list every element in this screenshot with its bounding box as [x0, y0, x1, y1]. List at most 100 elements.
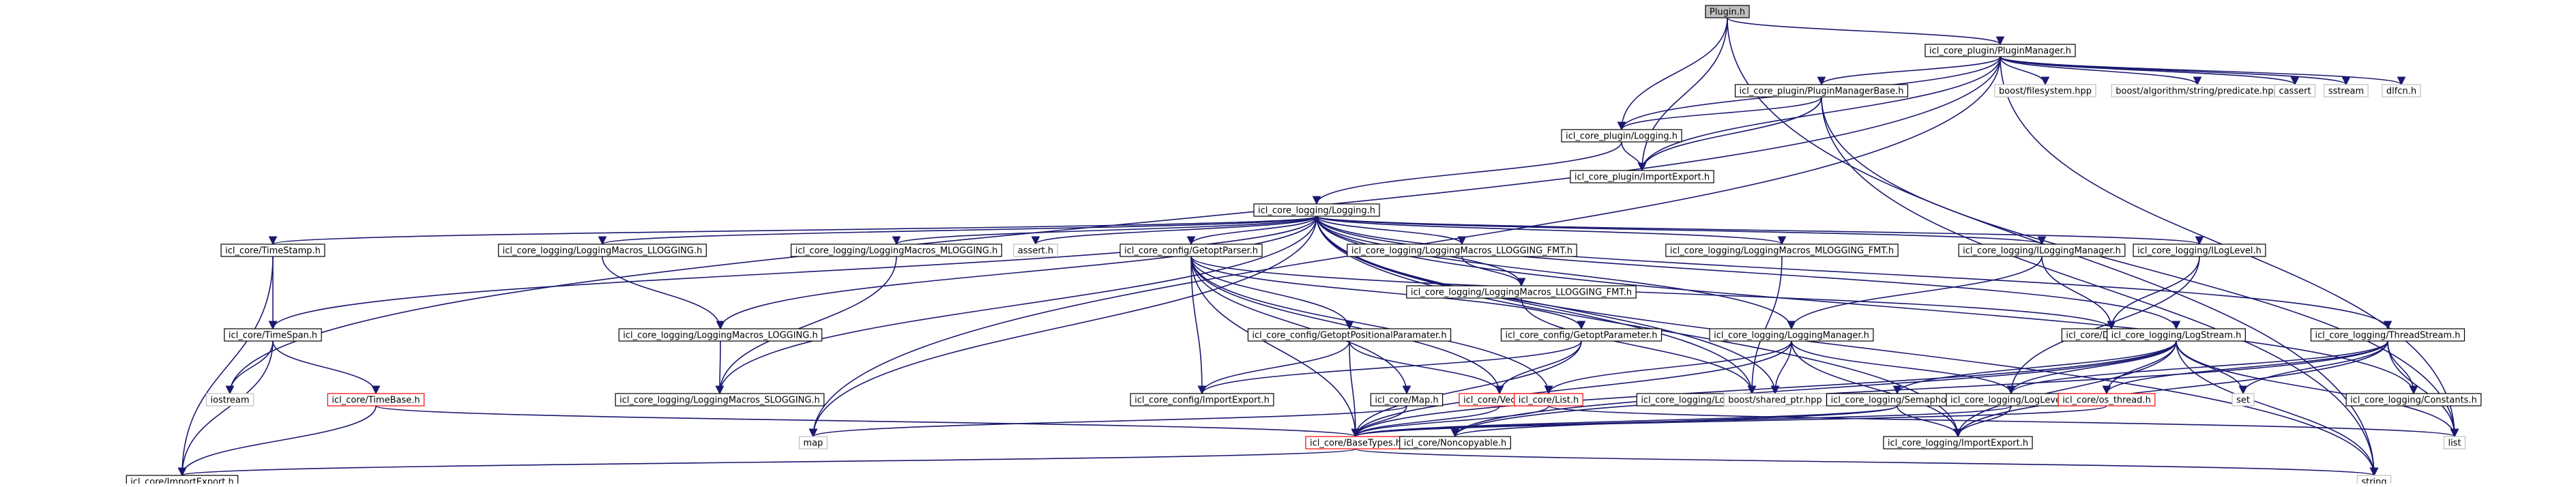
- graph-node[interactable]: icl_core_config/GetoptPositionalParamate…: [1247, 328, 1452, 342]
- graph-node[interactable]: icl_core_logging/ThreadStream.h: [2310, 328, 2465, 342]
- edge-n_tstream-to-n_noncp: [1450, 340, 2388, 438]
- node-box: [498, 244, 707, 257]
- node-label: icl_core/Map.h: [1375, 396, 1438, 406]
- edge-n_log-to-n_lmlog: [716, 216, 1317, 330]
- graph-node[interactable]: icl_core_logging/LoggingMacros_LLOGGING.…: [498, 244, 707, 257]
- edge-n_log-to-n_ill: [1316, 216, 2204, 246]
- graph-node[interactable]: icl_core_plugin/PluginManager.h: [1924, 44, 2076, 57]
- graph-node[interactable]: icl_core_logging/ILoggingManager.h: [1958, 244, 2126, 257]
- graph-node[interactable]: icl_core_logging/LogStream.h: [2107, 328, 2246, 342]
- graph-node[interactable]: boost/filesystem.hpp: [1994, 84, 2096, 98]
- node-label: icl_core_logging/ILoggingManager.h: [1963, 246, 2121, 256]
- graph-node[interactable]: icl_core_config/ImportExport.h: [1130, 393, 1274, 407]
- graph-node[interactable]: icl_core_config/GetoptParameter.h: [1500, 328, 1663, 342]
- edge-n_tspan-to-n_tbase: [272, 340, 381, 395]
- graph-node[interactable]: icl_core/os_thread.h: [2058, 393, 2156, 407]
- graph-node[interactable]: boost/shared_ptr.hpp: [1723, 393, 1827, 407]
- graph-node[interactable]: icl_core_logging/LoggingMacros_LLOGGING_…: [1406, 285, 1637, 299]
- graph-node[interactable]: icl_core_plugin/Logging.h: [1561, 129, 1682, 143]
- edge-n_lstream-to-n_ll: [2006, 340, 2177, 395]
- edge-n_log-to-n_lstream: [1316, 216, 2181, 330]
- edge-n_log-to-n_slogfmt: [1316, 216, 1757, 395]
- node-box: [1958, 244, 2126, 257]
- graph-node[interactable]: Plugin.h: [1705, 5, 1750, 18]
- edge-n_gpp-to-n_btypes: [1349, 340, 1360, 438]
- node-label: icl_core/TimeBase.h: [332, 396, 420, 406]
- graph-node[interactable]: map: [798, 436, 828, 449]
- graph-node[interactable]: icl_core/Map.h: [1370, 393, 1444, 407]
- graph-node[interactable]: icl_core_logging/LogLevel.h: [1946, 393, 2077, 407]
- graph-node[interactable]: cassert: [2274, 84, 2316, 98]
- edge-n_plugin-to-n_pm: [1727, 17, 2005, 46]
- graph-node[interactable]: icl_core/List.h: [1514, 393, 1583, 407]
- node-box: [1705, 5, 1750, 18]
- edge-n_tbase-to-n_btypes: [375, 405, 1360, 438]
- graph-node[interactable]: icl_core/Noncopyable.h: [1399, 436, 1511, 449]
- edge-n_lstream-to-n_noncp: [1450, 340, 2177, 438]
- graph-node[interactable]: list: [2443, 436, 2466, 449]
- edge-n_sem-to-n_btypes: [1351, 405, 1898, 438]
- graph-node[interactable]: icl_core_logging/LoggingMacros_LOGGING.h: [618, 328, 823, 342]
- node-box: [1253, 203, 1380, 217]
- graph-node[interactable]: icl_core_logging/LoggingManager.h: [1709, 328, 1874, 342]
- graph-node[interactable]: icl_core_logging/ILogLevel.h: [2133, 244, 2266, 257]
- graph-node[interactable]: icl_core_config/GetoptParser.h: [1119, 244, 1263, 257]
- graph-node[interactable]: icl_core_plugin/ImportExport.h: [1570, 170, 1714, 183]
- graph-node[interactable]: icl_core_logging/Constants.h: [2345, 393, 2482, 407]
- edge-n_tspan-to-n_iostream: [225, 340, 274, 395]
- graph-node[interactable]: icl_core/TimeSpan.h: [224, 328, 322, 342]
- graph-node[interactable]: dlfcn.h: [2382, 84, 2421, 98]
- graph-node[interactable]: set: [2231, 393, 2255, 407]
- node-box: [2443, 436, 2466, 449]
- graph-node[interactable]: string: [2356, 475, 2392, 487]
- graph-node[interactable]: sstream: [2324, 84, 2369, 98]
- edge-n_btypes-to-n_string: [1355, 448, 2378, 477]
- graph-node[interactable]: icl_core_logging/LoggingMacros_LLOGGING_…: [1347, 244, 1577, 257]
- edge-n_gp-to-n_gpp: [1190, 256, 1354, 330]
- node-label: icl_core/os_thread.h: [2062, 396, 2151, 406]
- graph-node[interactable]: icl_core_logging/ImportExport.h: [1883, 436, 2033, 449]
- graph-node[interactable]: icl_core/BaseTypes.h: [1305, 436, 1406, 449]
- edge-n_gp-to-n_btypes: [1190, 256, 1360, 438]
- node-label: icl_core_plugin/PluginManagerBase.h: [1740, 87, 1904, 97]
- graph-node[interactable]: icl_core_logging/LoggingMacros_MLOGGING_…: [1665, 244, 1899, 257]
- node-box: [2310, 328, 2465, 342]
- graph-node[interactable]: assert.h: [1013, 244, 1058, 257]
- graph-node[interactable]: icl_core_plugin/PluginManagerBase.h: [1734, 84, 1909, 98]
- node-box: [1514, 393, 1583, 407]
- node-label: icl_core_logging/LoggingMacros_LLOGGING_…: [1411, 288, 1632, 298]
- node-box: [1734, 84, 1909, 98]
- edge-n_ill-to-n_ll: [2006, 256, 2200, 395]
- edge-n_vec-to-n_btypes: [1351, 405, 1500, 438]
- edge-n_gp-to-n_map_h: [1190, 256, 1411, 395]
- node-label: icl_core_logging/LoggingMacros_LLOGGING_…: [1351, 246, 1572, 256]
- edge-n_pm-to-n_pie: [1637, 56, 2001, 172]
- node-label: icl_core/ImportExport.h: [130, 477, 233, 484]
- edge-n_gp-to-n_gpar: [1190, 256, 1586, 330]
- edge-n_log-to-n_lm: [1316, 216, 1796, 330]
- node-label: icl_core_logging/LoggingMacros_LOGGING.h: [623, 331, 817, 341]
- edge-n_gpar-to-n_cie: [1197, 340, 1582, 395]
- edge-n_plugin-to-n_plog: [1617, 17, 1728, 131]
- node-label: icl_core/Noncopyable.h: [1404, 439, 1507, 449]
- edge-n_gp-to-n_list_h: [1190, 256, 1553, 395]
- graph-node[interactable]: boost/algorithm/string/predicate.hpp: [2111, 84, 2284, 98]
- edge-n_log-to-n_string: [1316, 216, 2379, 477]
- graph-node[interactable]: icl_core_logging/LoggingMacros_MLOGGING.…: [791, 244, 1002, 257]
- graph-node[interactable]: icl_core/TimeStamp.h: [220, 244, 325, 257]
- node-box: [205, 393, 254, 407]
- node-box: [224, 328, 322, 342]
- graph-node[interactable]: iostream: [205, 393, 254, 407]
- edge-n_plog-to-n_log: [1312, 141, 1622, 205]
- graph-node[interactable]: icl_core_logging/LoggingMacros_SLOGGING.…: [615, 393, 825, 407]
- graph-node[interactable]: icl_core/ImportExport.h: [126, 475, 239, 487]
- graph-node[interactable]: icl_core/TimeBase.h: [327, 393, 425, 407]
- edge-n_tstream-to-n_lie: [1953, 340, 2388, 438]
- graph-node[interactable]: icl_core_logging/Logging.h: [1253, 203, 1380, 217]
- edge-n_log-to-n_ts: [269, 216, 1317, 246]
- node-label: assert.h: [1018, 246, 1053, 256]
- node-label: icl_core_logging/ThreadStream.h: [2315, 331, 2461, 341]
- node-box: [1723, 393, 1827, 407]
- node-label: icl_core/BaseTypes.h: [1310, 439, 1401, 449]
